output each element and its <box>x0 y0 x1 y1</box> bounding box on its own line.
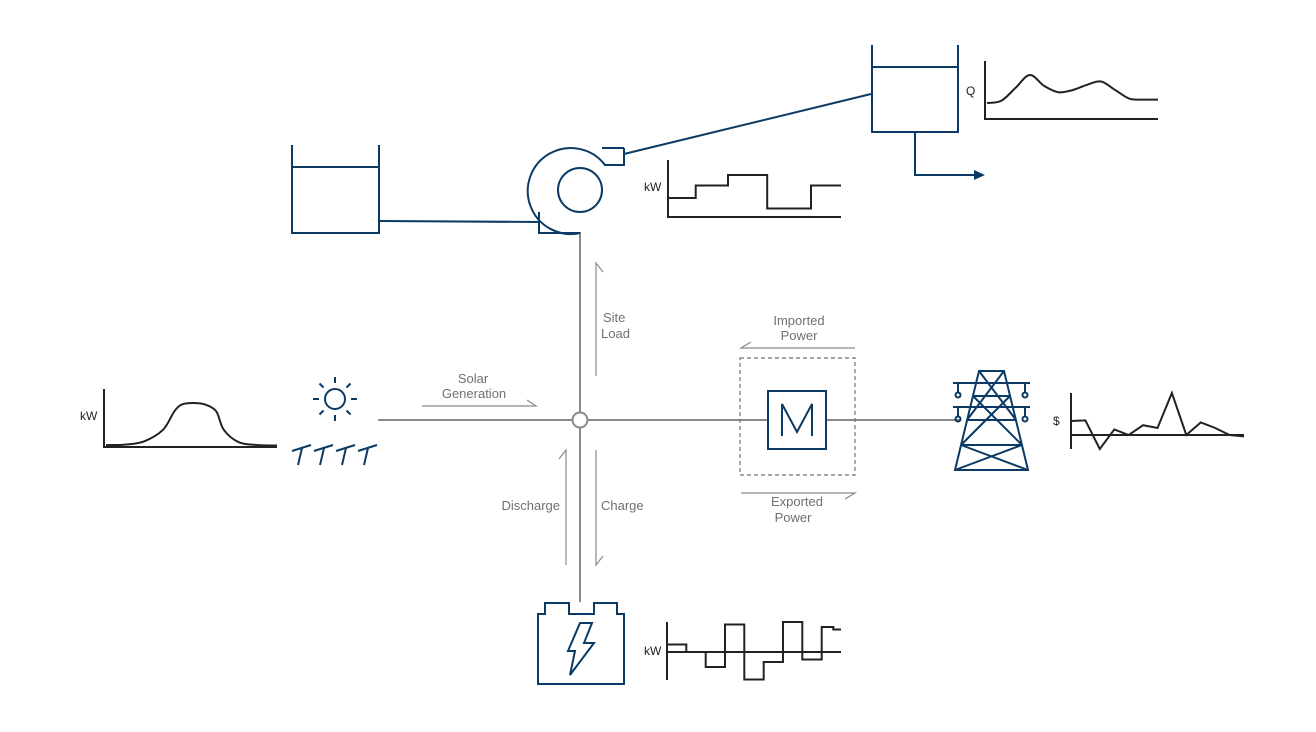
imported-power-arrow <box>738 341 855 349</box>
battery-power-series-line <box>667 621 841 681</box>
meter-icon <box>767 390 827 450</box>
discharge-arrow <box>558 448 567 565</box>
charge-arrow <box>595 450 604 567</box>
price-chart-ylabel: $ <box>1053 414 1060 428</box>
exported-power-label-line1: Exported <box>771 494 823 509</box>
charge-label: Charge <box>601 498 644 513</box>
intake-pipe <box>378 220 540 223</box>
meter-enclosure <box>739 357 856 476</box>
solar-series-line <box>105 402 278 447</box>
sun-icon <box>313 377 357 421</box>
discharge-pipe <box>623 93 872 155</box>
bus-junction-icon <box>571 411 589 429</box>
solar-chart-ylabel: kW <box>80 409 98 423</box>
solar-generation-label-line2: Generation <box>442 386 506 401</box>
price-series-line <box>1070 390 1245 451</box>
solar-generation-label-line1: Solar <box>458 371 489 386</box>
site-load-arrow <box>595 261 604 376</box>
flow-chart-axes <box>984 61 1158 120</box>
solar-chart-axes <box>103 389 277 448</box>
pump-icon <box>526 147 625 235</box>
transmission-tower-icon <box>953 370 1030 471</box>
pump-power-series-line <box>668 174 841 210</box>
water-tank-icon <box>291 145 380 234</box>
solar-panel-icon <box>291 444 378 466</box>
battery-power-chart: kW <box>644 621 841 681</box>
site-load-label-line1: Site <box>603 310 625 325</box>
price-chart: $ <box>1053 390 1245 451</box>
exported-power-label-line2: Power <box>775 510 813 525</box>
pump-power-chart-axes <box>667 160 841 218</box>
pump-power-chart: kW <box>644 160 841 218</box>
site-load-label-line2: Load <box>601 326 630 341</box>
exported-power-arrow <box>741 492 858 500</box>
flow-chart-ylabel: Q <box>966 84 975 98</box>
water-tank-icon <box>871 45 959 133</box>
bus-lines <box>378 232 960 602</box>
discharge-label: Discharge <box>501 498 560 513</box>
flow-arrows <box>422 261 858 567</box>
outflow-arrow <box>914 132 985 180</box>
battery-icon <box>537 602 625 685</box>
battery-power-chart-ylabel: kW <box>644 644 662 658</box>
flow-chart: Q <box>966 61 1159 120</box>
flow-labels: Site Load Solar Generation Imported Powe… <box>442 310 825 525</box>
solar-generation-arrow <box>422 399 538 407</box>
solar-chart: kW <box>80 389 278 448</box>
imported-power-label-line1: Imported <box>773 313 824 328</box>
pump-power-chart-ylabel: kW <box>644 180 662 194</box>
imported-power-label-line2: Power <box>781 328 819 343</box>
flow-series-line <box>986 74 1159 104</box>
